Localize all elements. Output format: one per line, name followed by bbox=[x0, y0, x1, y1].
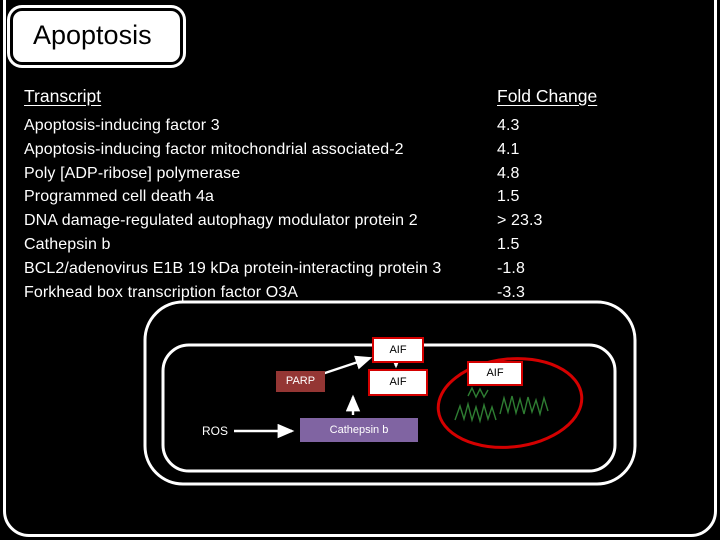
slide-title: Apoptosis bbox=[33, 20, 152, 50]
table-row: Apoptosis-inducing factor 3 4.3 bbox=[24, 114, 700, 138]
transcript-cell: Apoptosis-inducing factor 3 bbox=[24, 117, 220, 134]
cathepsin-label: Cathepsin b bbox=[329, 423, 389, 436]
table-header-row: Transcript Fold Change bbox=[24, 86, 700, 107]
transcript-cell: Cathepsin b bbox=[24, 235, 111, 253]
table-row: Programmed cell death 4a 1.5 bbox=[24, 185, 700, 209]
aif-nucleus-label: AIF bbox=[486, 367, 504, 379]
aif-top-box: AIF bbox=[372, 337, 424, 363]
slide-title-box: Apoptosis bbox=[10, 8, 183, 65]
transcript-cell: DNA damage-regulated autophagy modulator… bbox=[24, 212, 418, 230]
table-row: Apoptosis-inducing factor mitochondrial … bbox=[24, 138, 700, 162]
dna-squiggle bbox=[499, 395, 549, 417]
table-row: Poly [ADP-ribose] polymerase 4.8 bbox=[24, 162, 700, 186]
arrow-parp-to-aif bbox=[321, 355, 373, 376]
fold-cell: -1.8 bbox=[497, 259, 525, 277]
col-header-transcript: Transcript bbox=[24, 86, 102, 106]
col-header-fold-change: Fold Change bbox=[497, 86, 598, 106]
transcript-cell: Poly [ADP-ribose] polymerase bbox=[24, 164, 241, 182]
fold-cell: 1.5 bbox=[497, 188, 520, 206]
aif-nucleus-box: AIF bbox=[467, 361, 523, 386]
fold-cell: 4.3 bbox=[497, 117, 520, 134]
transcript-cell: Forkhead box transcription factor O3A bbox=[24, 283, 299, 301]
cathepsin-box: Cathepsin b bbox=[300, 418, 418, 442]
fold-cell: -3.3 bbox=[497, 283, 525, 301]
table-row: Cathepsin b 1.5 bbox=[24, 233, 700, 257]
parp-label: PARP bbox=[285, 375, 316, 387]
table-row: BCL2/adenovirus E1B 19 kDa protein-inter… bbox=[24, 257, 700, 281]
transcript-cell: Programmed cell death 4a bbox=[24, 188, 215, 206]
ros-label: ROS bbox=[202, 424, 229, 438]
fold-cell: 4.8 bbox=[497, 164, 520, 182]
aif-mid-box: AIF bbox=[368, 369, 428, 396]
dna-squiggle bbox=[454, 401, 497, 424]
aif-mid-label: AIF bbox=[389, 376, 407, 388]
table-row: DNA damage-regulated autophagy modulator… bbox=[24, 209, 700, 233]
fold-cell: > 23.3 bbox=[497, 212, 543, 230]
aif-top-label: AIF bbox=[389, 343, 407, 356]
dna-squiggle bbox=[467, 386, 489, 399]
cytoplasm-outline bbox=[161, 343, 617, 473]
transcript-cell: BCL2/adenovirus E1B 19 kDa protein-inter… bbox=[24, 259, 442, 277]
fold-cell: 1.5 bbox=[497, 235, 520, 253]
transcript-table: Transcript Fold Change Apoptosis-inducin… bbox=[24, 86, 700, 304]
fold-cell: 4.1 bbox=[497, 140, 520, 158]
table-row: Forkhead box transcription factor O3A -3… bbox=[24, 281, 700, 305]
parp-box: PARP bbox=[276, 371, 325, 392]
transcript-cell: Apoptosis-inducing factor mitochondrial … bbox=[24, 140, 404, 158]
